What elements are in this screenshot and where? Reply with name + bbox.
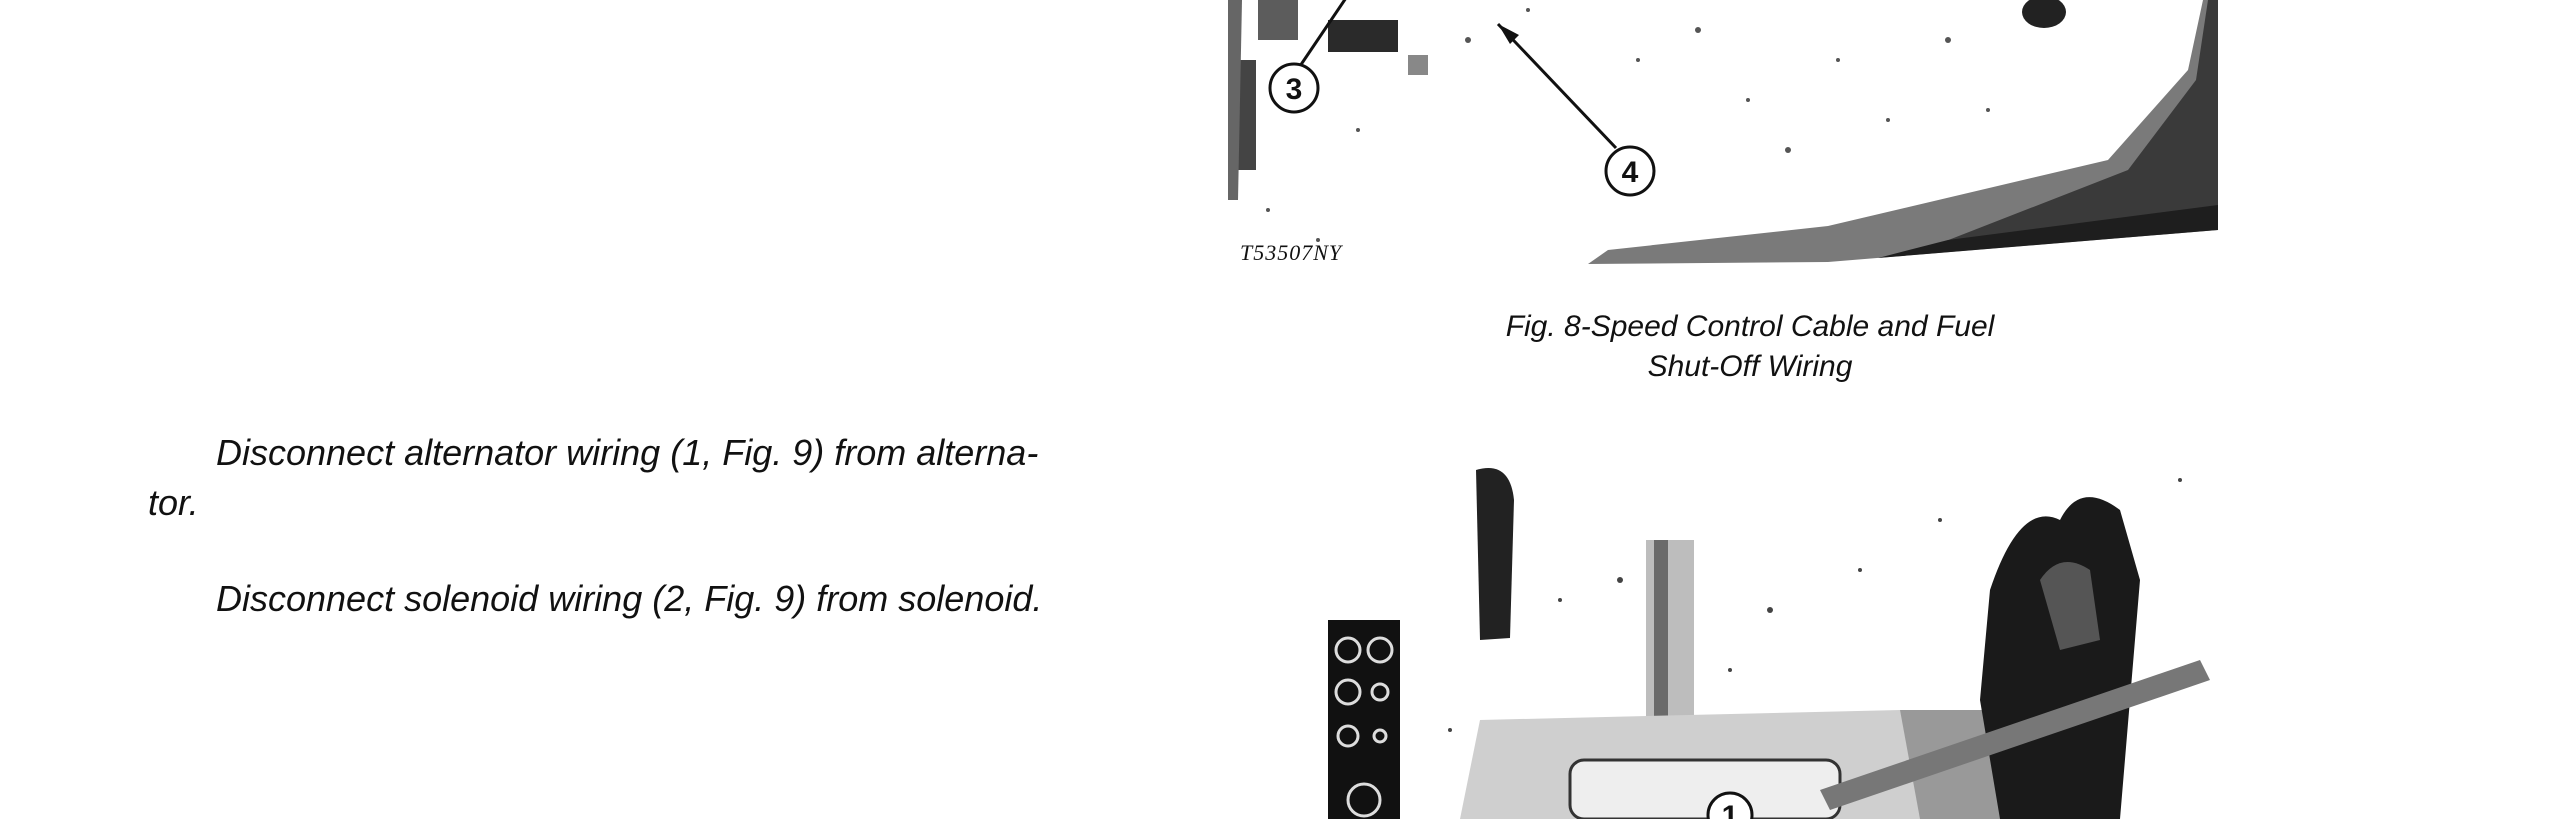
caption-line-2: Shut-Off Wiring <box>1647 350 1853 383</box>
instruction-step-2-text: Disconnect solenoid wiring (2, Fig. 9) f… <box>216 578 1043 619</box>
instruction-step-2: Disconnect solenoid wiring (2, Fig. 9) f… <box>148 574 1216 624</box>
callout-4: 4 <box>1604 145 1656 197</box>
instruction-step-1-line-2: tor. <box>148 482 199 523</box>
figure-8-caption: Fig. 8-Speed Control Cable and Fuel Shut… <box>1440 307 2060 387</box>
svg-text:3: 3 <box>1286 73 1303 106</box>
svg-text:1: 1 <box>1722 800 1739 819</box>
instruction-step-1-line-1: Disconnect alternator wiring (1, Fig. 9)… <box>216 432 1039 473</box>
figure-9-photo: 1 <box>1300 460 2230 819</box>
instruction-step-1: Disconnect alternator wiring (1, Fig. 9)… <box>148 428 1158 528</box>
photo-reference-code: T53507NY <box>1240 240 1344 265</box>
callout-3: 3 <box>1268 62 1320 114</box>
callout-1: 1 <box>1706 791 1754 819</box>
figure-8-photo: 3 4 T53507NY <box>1228 0 2218 270</box>
caption-line-1: Fig. 8-Speed Control Cable and Fuel <box>1505 310 1995 343</box>
svg-text:4: 4 <box>1622 156 1639 189</box>
